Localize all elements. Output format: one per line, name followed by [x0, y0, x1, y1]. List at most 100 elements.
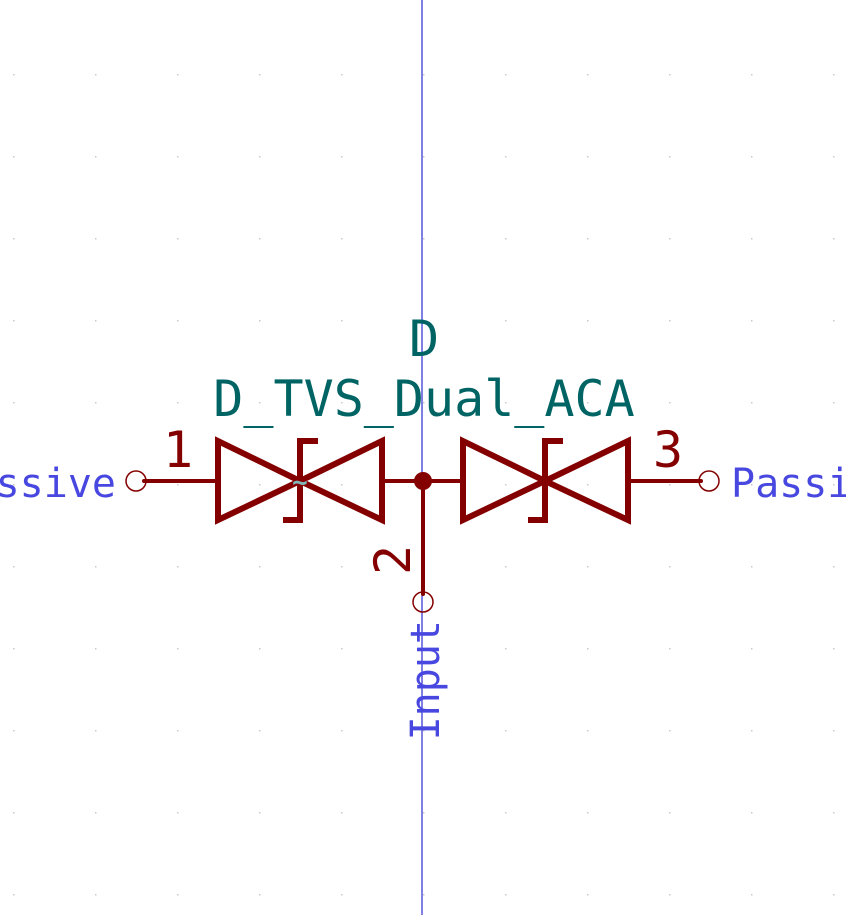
grid-dot [423, 238, 425, 240]
pin-end-circle-icon[interactable] [412, 591, 434, 613]
grid-dot [177, 648, 179, 650]
grid-dot [13, 730, 15, 732]
grid-dot [13, 402, 15, 404]
grid-dot [177, 238, 179, 240]
grid-dot [833, 894, 835, 896]
grid-dot [177, 566, 179, 568]
grid-dot [505, 812, 507, 814]
pin-3-number: 3 [653, 421, 683, 479]
grid-dot [341, 156, 343, 158]
grid-dot [505, 484, 507, 486]
grid-dot [833, 484, 835, 486]
grid-dot [177, 320, 179, 322]
grid-dot [587, 484, 589, 486]
grid-dot [95, 320, 97, 322]
grid-dot [177, 484, 179, 486]
left-diode-triangle-a [215, 436, 307, 525]
grid-dot [259, 566, 261, 568]
grid-dot [833, 812, 835, 814]
pin-1-type-label: Passive [0, 461, 116, 507]
grid-dot [259, 156, 261, 158]
grid-dot [669, 74, 671, 76]
grid-dot [423, 74, 425, 76]
grid-dot [587, 402, 589, 404]
grid-dot [259, 402, 261, 404]
tilde-marker: ~ [292, 468, 308, 498]
grid-dot [833, 566, 835, 568]
grid-dot [669, 402, 671, 404]
grid-dot [13, 894, 15, 896]
grid-dot [259, 730, 261, 732]
grid-dot [669, 812, 671, 814]
grid-dot [751, 156, 753, 158]
grid-dot [259, 74, 261, 76]
grid-dot [177, 156, 179, 158]
grid-dot [13, 238, 15, 240]
grid-dot [423, 894, 425, 896]
grid [13, 74, 835, 896]
right-diode-triangle-b [538, 436, 631, 525]
pin-1-number: 1 [163, 421, 193, 479]
grid-dot [341, 402, 343, 404]
grid-dot [95, 156, 97, 158]
grid-dot [669, 320, 671, 322]
grid-dot [95, 566, 97, 568]
grid-dot [13, 566, 15, 568]
grid-dot [751, 566, 753, 568]
junction-dot-icon [414, 472, 432, 490]
grid-dot [833, 238, 835, 240]
pin-end-circles [125, 470, 720, 613]
grid-dot [423, 812, 425, 814]
grid-dot [587, 74, 589, 76]
grid-dot [341, 648, 343, 650]
grid-dot [751, 648, 753, 650]
grid-dot [505, 894, 507, 896]
grid-dot [505, 320, 507, 322]
grid-dot [833, 74, 835, 76]
grid-dot [751, 484, 753, 486]
grid-dot [95, 730, 97, 732]
grid-dot [259, 812, 261, 814]
grid-dot [669, 648, 671, 650]
grid-dot [95, 74, 97, 76]
grid-dot [13, 320, 15, 322]
grid-dot [505, 566, 507, 568]
grid-dot [587, 730, 589, 732]
value-field[interactable]: D_TVS_Dual_ACA [213, 370, 634, 428]
grid-dot [423, 730, 425, 732]
grid-dot [587, 320, 589, 322]
grid-dot [751, 402, 753, 404]
grid-dot [341, 484, 343, 486]
grid-dot [833, 648, 835, 650]
pin-end-circle-icon[interactable] [698, 470, 720, 492]
grid-dot [13, 74, 15, 76]
grid-dot [341, 74, 343, 76]
pin-2-number: 2 [364, 545, 422, 575]
grid-dot [13, 156, 15, 158]
grid-dot [341, 812, 343, 814]
grid-dot [669, 566, 671, 568]
grid-dot [505, 238, 507, 240]
grid-dot [341, 320, 343, 322]
right-diode-bar [528, 438, 563, 523]
right-diode-triangle-a [460, 436, 552, 525]
left-diode-bar [283, 438, 318, 523]
grid-dot [177, 894, 179, 896]
grid-dot [587, 156, 589, 158]
grid-dot [341, 730, 343, 732]
grid-dot [587, 238, 589, 240]
grid-dot [423, 648, 425, 650]
grid-dot [669, 156, 671, 158]
grid-dot [587, 812, 589, 814]
grid-dot [833, 402, 835, 404]
grid-dot [833, 730, 835, 732]
grid-dot [669, 238, 671, 240]
grid-dot [177, 402, 179, 404]
grid-dot [259, 484, 261, 486]
pin-end-circle-icon[interactable] [125, 470, 147, 492]
grid-dot [95, 648, 97, 650]
reference-designator[interactable]: D [409, 310, 439, 368]
grid-dot [177, 74, 179, 76]
grid-dot [751, 320, 753, 322]
